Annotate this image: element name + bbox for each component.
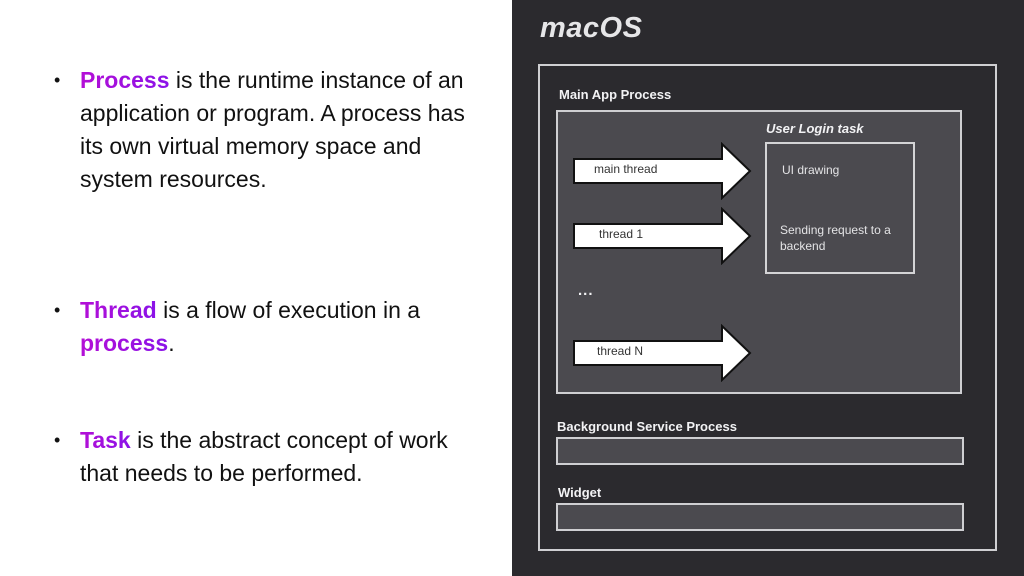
task-item-ui-drawing: UI drawing [782, 163, 840, 177]
os-frame [538, 64, 997, 551]
bullet-dot: • [54, 300, 61, 320]
macos-diagram-panel: macOS Main App Process User Login task U… [512, 0, 1024, 576]
bullet-dot: • [54, 430, 61, 450]
process-definition: is the runtime instance of an applicatio… [80, 67, 465, 192]
thread-1-arrow [573, 207, 752, 265]
os-title: macOS [540, 12, 643, 44]
bullet-dot: • [54, 70, 61, 90]
task-item-sending-request: Sending request to a backend [780, 223, 891, 253]
thread-n-label: thread N [597, 344, 644, 358]
bullet-thread-body: Thread is a flow of execution in a proce… [80, 294, 474, 360]
user-login-task-label: User Login task [766, 121, 864, 136]
background-service-process-box [556, 437, 964, 465]
bullet-task: • Task is the abstract concept of work t… [54, 424, 474, 490]
term-process: Process [80, 67, 170, 93]
widget-label: Widget [558, 485, 602, 500]
term-task: Task [80, 427, 131, 453]
main-thread-label: main thread [594, 162, 658, 176]
term-thread: Thread [80, 297, 157, 323]
term-process-inline: process [80, 330, 169, 356]
thread-definition-part2: . [168, 330, 175, 356]
task-definition: is the abstract concept of work that nee… [80, 427, 448, 486]
user-login-task-box [765, 142, 915, 274]
bullet-task-body: Task is the abstract concept of work tha… [80, 424, 474, 490]
bullet-thread: • Thread is a flow of execution in a pro… [54, 294, 474, 360]
main-thread-arrow [573, 142, 752, 200]
background-service-process-label: Background Service Process [557, 419, 737, 434]
bullet-process: • Process is the runtime instance of an … [54, 64, 474, 196]
more-threads-ellipsis: ... [578, 282, 594, 299]
main-app-process-label: Main App Process [559, 87, 672, 102]
widget-box [556, 503, 964, 531]
thread-n-arrow [573, 324, 752, 382]
thread-1-label: thread 1 [599, 227, 644, 241]
definitions-panel: • Process is the runtime instance of an … [54, 64, 474, 490]
bullet-process-body: Process is the runtime instance of an ap… [80, 64, 474, 196]
thread-definition-part1: is a flow of execution in a [156, 297, 421, 323]
